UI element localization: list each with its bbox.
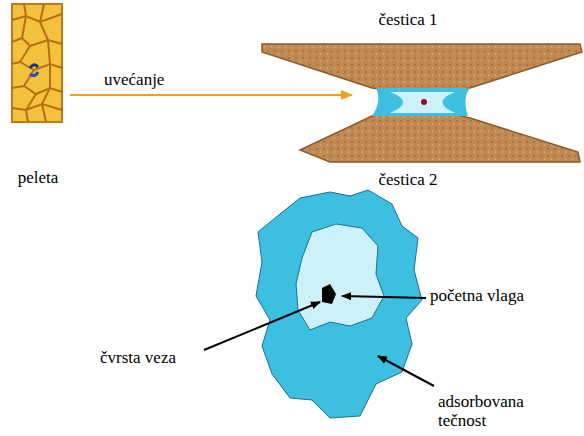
part-label: čestica 2 <box>379 170 438 189</box>
part-label: čvrsta veza <box>100 348 176 367</box>
part-label: čestica 1 <box>379 10 438 29</box>
part-label: peleta <box>18 168 59 187</box>
arrow-label: uvećanje <box>104 70 164 89</box>
bond-detail <box>204 190 434 418</box>
part-label: početna vlaga <box>430 286 524 305</box>
part-label: adsorbovana tečnost <box>438 392 538 430</box>
pellet <box>12 4 62 122</box>
particle-pair <box>262 44 582 162</box>
zoom-arrow <box>70 94 352 96</box>
